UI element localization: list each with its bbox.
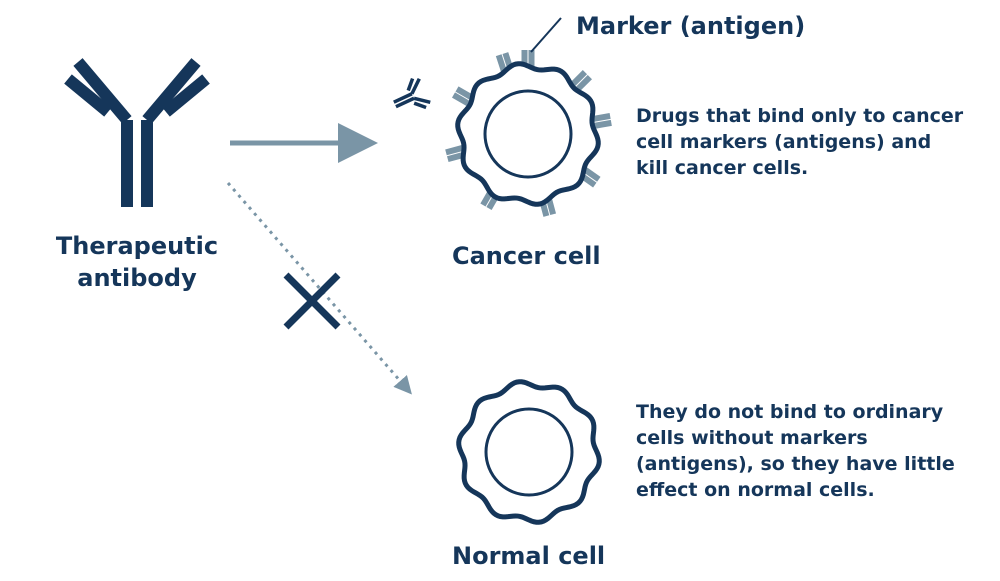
antigen-marker-icon: [591, 113, 611, 123]
x-mark-icon: [283, 272, 341, 330]
antigen-marker-icon: [582, 166, 601, 182]
antigen-marker-icon: [570, 70, 588, 87]
description-line: (antigens), so they have little: [636, 453, 955, 475]
small-antibody-icon: [393, 77, 431, 110]
antibody-label-line1: Therapeutic: [55, 232, 219, 260]
therapeutic-antibody-label: Therapeutic antibody: [52, 230, 222, 294]
description-line: cell markers (antigens) and: [636, 131, 932, 153]
antigen-marker-icon: [575, 74, 592, 92]
cancer-cell-nucleus: [483, 89, 573, 179]
antigen-marker-icon: [452, 92, 471, 107]
antibody-icon: [64, 58, 210, 207]
normal-cell-nucleus: [484, 407, 574, 497]
antigen-marker-icon: [593, 119, 612, 129]
cancer-cell-description: Drugs that bind only to cancer cell mark…: [636, 103, 986, 181]
cancer-cell-label: Cancer cell: [452, 242, 601, 270]
normal-cell-description: They do not bind to ordinary cells witho…: [636, 399, 986, 503]
description-line: Drugs that bind only to cancer: [636, 105, 964, 127]
marker-pointer-line: [530, 17, 562, 53]
description-line: effect on normal cells.: [636, 479, 875, 501]
no-binding-arrow: [226, 182, 412, 395]
description-line: kill cancer cells.: [636, 157, 809, 179]
marker-label: Marker (antigen): [576, 12, 806, 40]
antibody-label-line2: antibody: [77, 264, 197, 292]
description-line: They do not bind to ordinary: [636, 401, 944, 423]
description-line: cells without markers: [636, 427, 868, 449]
antigen-marker-icon: [445, 144, 465, 156]
normal-cell-label: Normal cell: [452, 542, 606, 570]
